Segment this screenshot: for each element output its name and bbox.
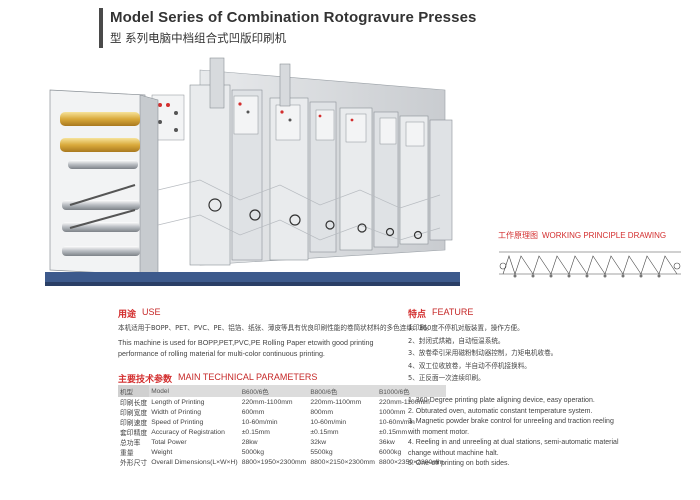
table-cell: 220mm-1100mm — [241, 398, 293, 406]
feature-list-en: 1. 360-Degree printing plate aligning de… — [408, 396, 623, 470]
table-cell: 总功率 — [120, 440, 141, 447]
table-row: 套印精度 Accuracy of Registration ±0.15mm ±0… — [118, 427, 446, 438]
params-table: 机型 Model B600/6色 B800/6色 B1000/6色 印刷长度 L… — [118, 385, 446, 467]
use-heading: 用途 USE — [118, 307, 161, 320]
feature-item-en: 2. Obturated oven, automatic constant te… — [408, 407, 593, 415]
title-accent-bar — [99, 8, 103, 48]
feature-item-cn: 1、360度不停机对版装置，操作方便。 — [408, 324, 524, 332]
table-cell: 36kw — [378, 438, 395, 446]
feature-heading: 特点 FEATURE — [408, 307, 473, 320]
table-cell: Accuracy of Registration — [151, 428, 225, 436]
working-principle-title-en: WORKING PRINCIPLE DRAWING — [542, 231, 667, 240]
column-header: Model — [149, 385, 240, 397]
feature-list-cn: 1、360度不停机对版装置，操作方便。 2、封闭式烘箱，自动恒温系统。 3、放卷… — [408, 322, 557, 385]
table-cell: ±0.15mm — [310, 428, 339, 436]
page-subtitle-cn: 型 系列电脑中档组合式凹版印刷机 — [110, 31, 287, 45]
table-cell: Total Power — [151, 438, 187, 446]
table-cell: 8800×2350×2300mm — [378, 458, 444, 466]
table-row: 外形尺寸 Overall Dimensions(L×W×H) 8800×1950… — [118, 457, 446, 468]
rotogravure-press-image — [45, 57, 460, 286]
table-header-row: 机型 Model B600/6色 B800/6色 B1000/6色 — [118, 385, 446, 397]
table-cell: 8800×1950×2300mm — [241, 458, 307, 466]
table-cell: 外形尺寸 — [120, 460, 148, 467]
column-header: 机型 — [118, 385, 150, 397]
table-cell: 28kw — [241, 438, 258, 446]
feature-item-cn: 4、双工位收放卷，半自动不停机接换料。 — [408, 361, 531, 370]
working-principle-title-cn: 工作原理图 — [498, 231, 538, 240]
feature-item-en: 1. 360-Degree printing plate aligning de… — [408, 397, 595, 404]
column-header: B1000/6色 — [376, 385, 446, 397]
table-cell: 印刷宽度 — [120, 410, 148, 417]
table-cell: 1000mm — [378, 408, 406, 416]
page-title: Model Series of Combination Rotogravure … — [110, 9, 477, 26]
params-heading-en: MAIN TECHNICAL PARAMETERS — [178, 372, 318, 382]
table-cell: 套印精度 — [120, 430, 148, 437]
feature-heading-cn: 特点 — [408, 310, 427, 320]
column-header: B600/6色 — [239, 385, 309, 397]
table-cell: 印刷速度 — [120, 420, 148, 427]
feature-heading-en: FEATURE — [432, 307, 474, 317]
feature-item-cn: 3、放卷牵引采用磁粉制动器控制，力矩电机收卷。 — [408, 349, 558, 357]
table-cell: Overall Dimensions(L×W×H) — [151, 458, 238, 466]
table-cell: Speed of Printing — [151, 418, 204, 426]
column-header: B800/6色 — [308, 385, 377, 397]
table-cell: 5000kg — [241, 448, 264, 456]
table-cell: ±0.15mm — [378, 428, 408, 436]
working-principle-drawing — [499, 251, 681, 278]
params-heading-cn: 主要技术参数 — [118, 375, 173, 385]
use-text-en: This machine is used for BOPP,PET,PVC,PE… — [118, 338, 374, 358]
params-heading: 主要技术参数 MAIN TECHNICAL PARAMETERS — [118, 372, 317, 385]
use-heading-cn: 用途 — [118, 310, 137, 320]
table-cell: 10-60m/min — [310, 418, 347, 426]
table-cell: 重量 — [120, 450, 134, 457]
working-principle-title: 工作原理图 WORKING PRINCIPLE DRAWING — [498, 230, 666, 241]
table-row: 印刷速度 Speed of Printing 10-60m/min 10-60m… — [118, 417, 446, 428]
table-row: 总功率 Total Power 28kw 32kw 36kw — [118, 437, 446, 448]
table-cell: 10-60m/min — [378, 418, 415, 426]
feature-item-cn: 2、封闭式烘箱，自动恒温系统。 — [408, 336, 505, 345]
table-cell: 印刷长度 — [120, 400, 148, 407]
use-heading-en: USE — [142, 307, 161, 317]
table-cell: 6000kg — [378, 448, 402, 456]
table-cell: Weight — [151, 448, 173, 456]
table-cell: Width of Printing — [151, 408, 202, 416]
feature-item-en: 5. One-off printing on both sides. — [408, 460, 510, 467]
table-cell: 220mm-1100mm — [310, 398, 362, 406]
feature-item-en: 4. Reeling in and unreeling at dual stat… — [408, 439, 619, 457]
table-cell: 32kw — [310, 438, 327, 446]
table-cell: 8800×2150×2300mm — [310, 458, 375, 466]
table-row: 重量 Weight 5000kg 5500kg 6000kg — [118, 447, 446, 458]
table-cell: 10-60m/min — [241, 418, 278, 426]
table-cell: 800mm — [310, 408, 333, 416]
table-cell: Length of Printing — [151, 398, 205, 406]
feature-item-cn: 5、正反面一次连续印刷。 — [408, 374, 485, 382]
table-row: 印刷长度 Length of Printing 220mm-1100mm 220… — [118, 397, 446, 408]
table-row: 印刷宽度 Width of Printing 600mm 800mm 1000m… — [118, 407, 446, 418]
table-cell: 220mm-1100mm — [378, 398, 430, 406]
table-cell: 600mm — [241, 408, 265, 416]
table-cell: 5500kg — [310, 448, 333, 456]
use-text-cn: 本机适用于BOPP、PET、PVC、PE、铝箔、纸张、薄皮等具有优良印刷性能的卷… — [118, 324, 433, 332]
table-cell: ±0.15mm — [241, 428, 270, 436]
feature-item-en: 3. Magnetic powder brake control for unr… — [408, 418, 614, 436]
